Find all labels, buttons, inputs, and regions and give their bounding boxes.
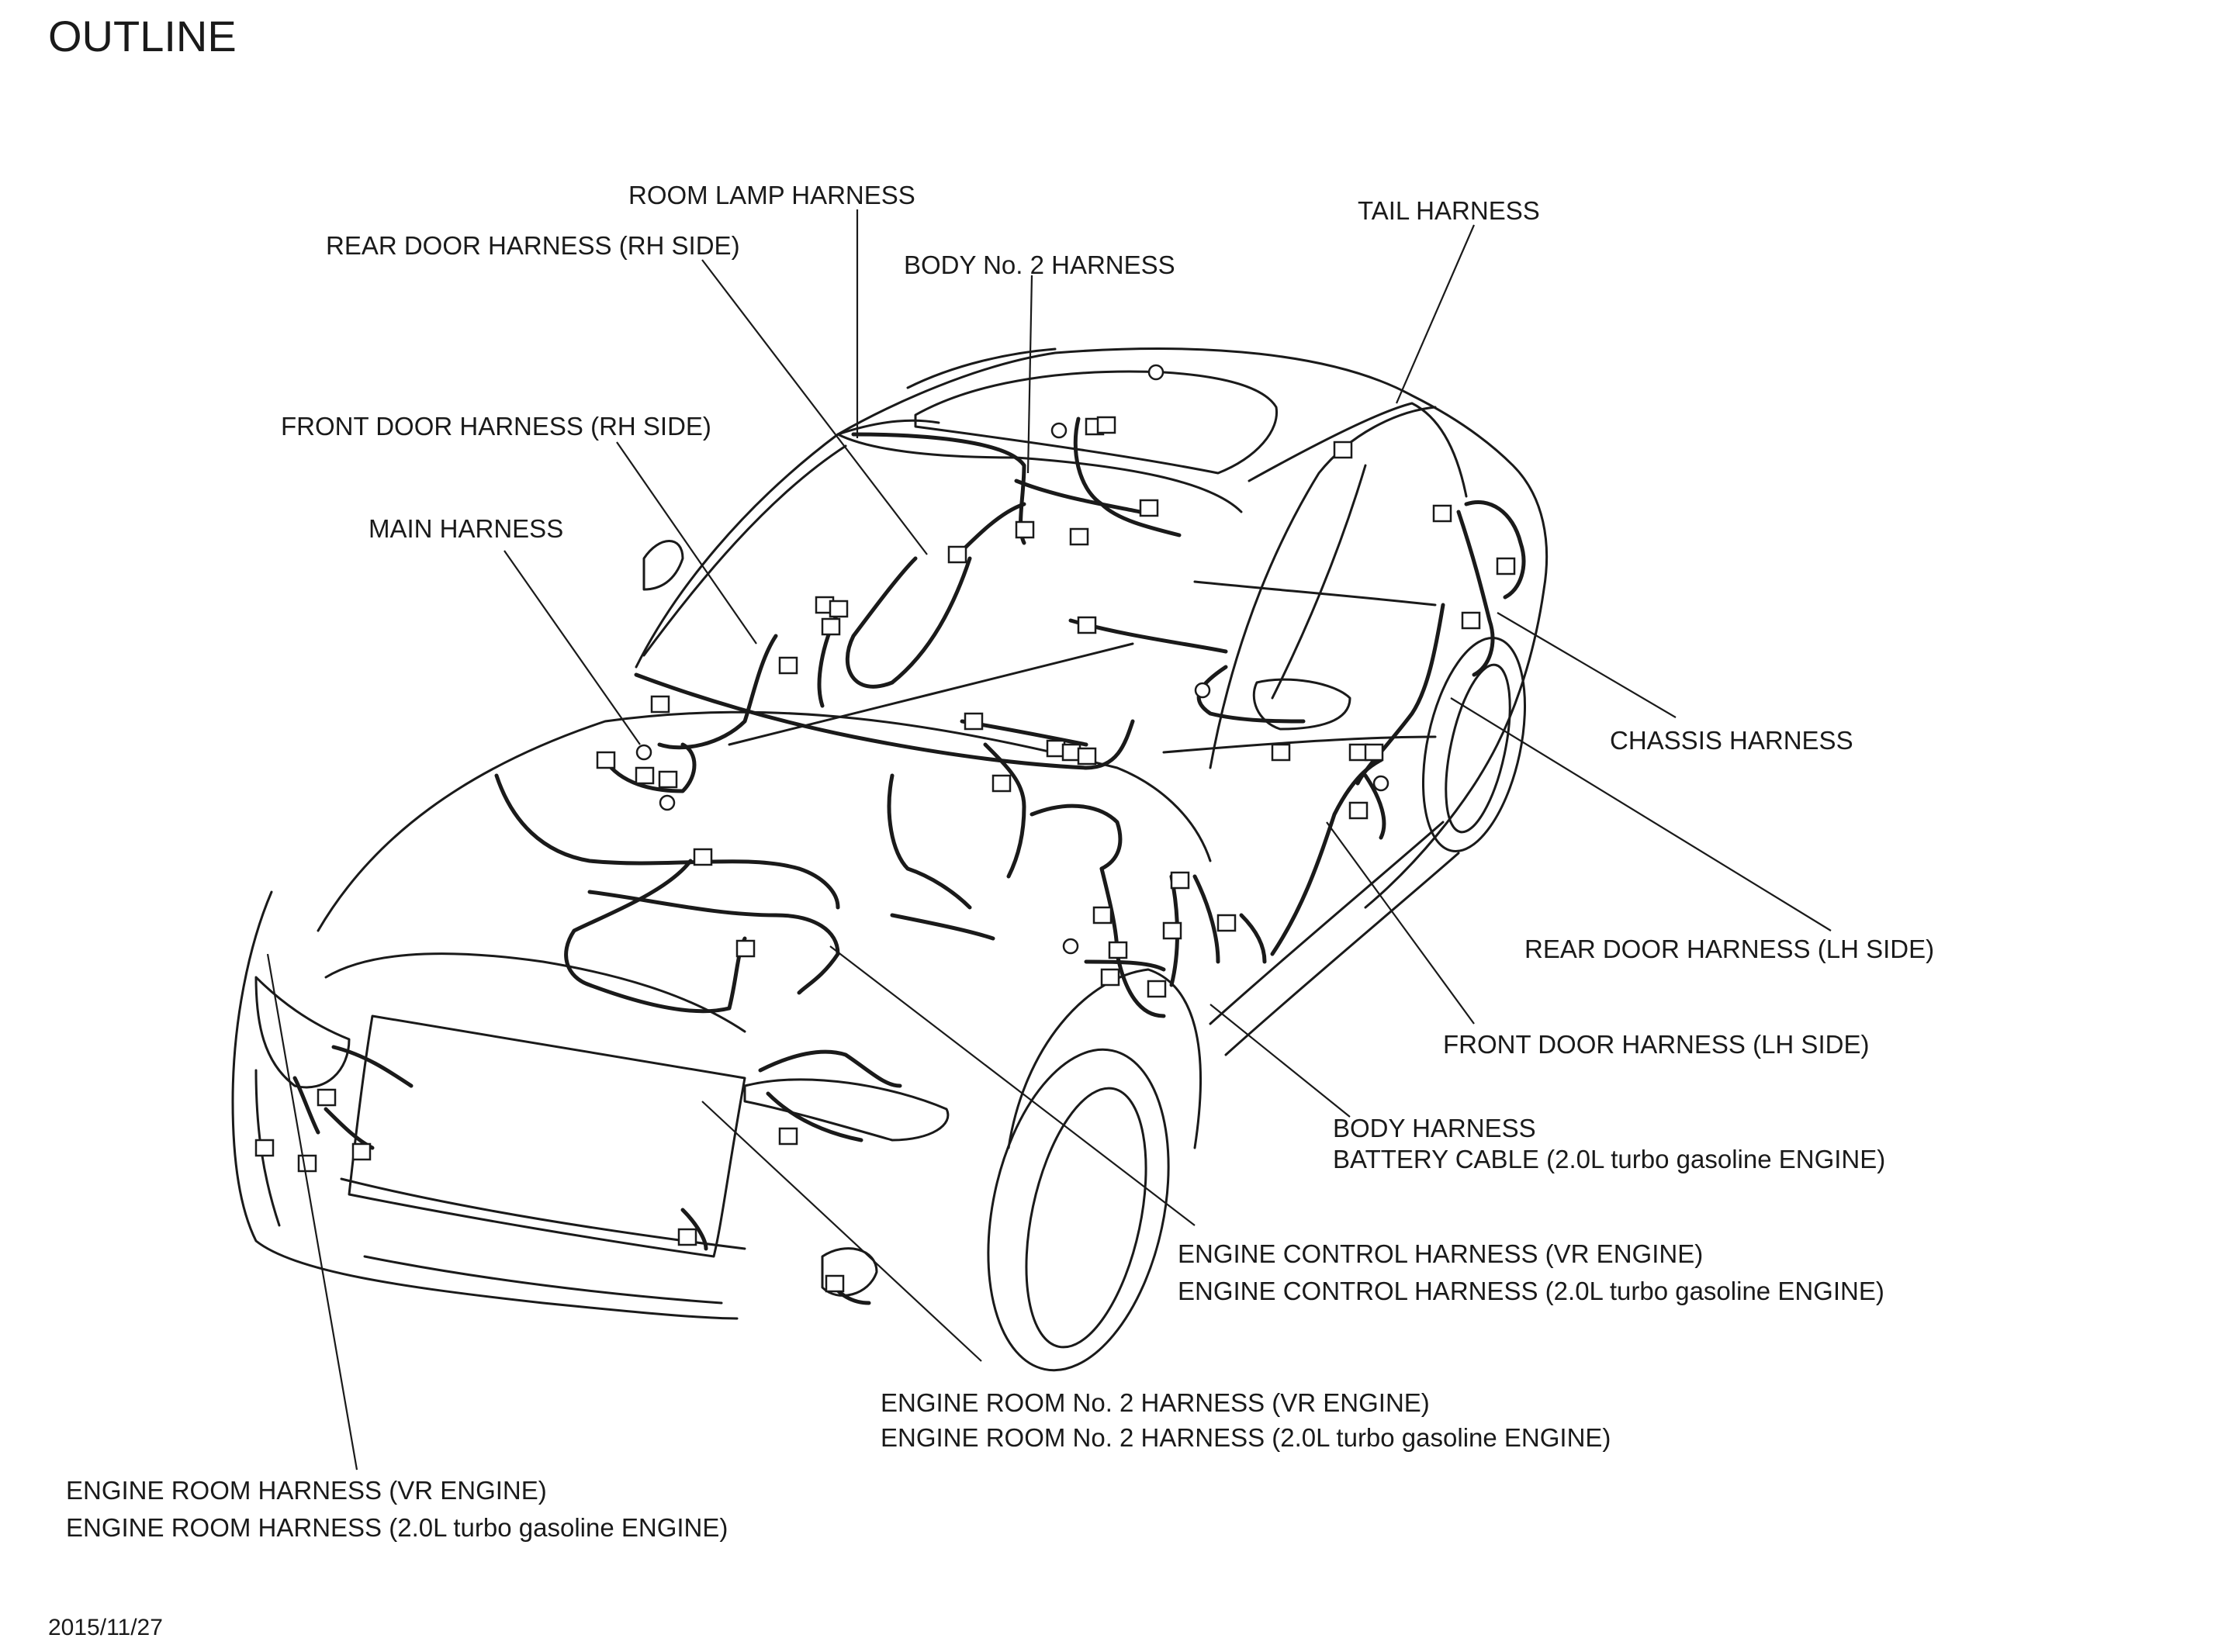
label-engine-room-harness-20: ENGINE ROOM HARNESS (2.0L turbo gasoline…	[66, 1513, 728, 1542]
connector	[778, 1127, 798, 1146]
label-engine-room2-harness-vr: ENGINE ROOM No. 2 HARNESS (VR ENGINE)	[881, 1388, 1430, 1417]
connector	[821, 617, 841, 636]
connector	[693, 848, 713, 866]
connector	[1139, 499, 1159, 517]
vehicle-body-outline	[231, 347, 1549, 1372]
footer-date: 2015/11/27	[48, 1615, 163, 1640]
label-tail-harness: TAIL HARNESS	[1358, 196, 1540, 225]
connector	[596, 751, 616, 769]
page-title: OUTLINE	[48, 12, 237, 60]
label-engine-room2-harness-20: ENGINE ROOM No. 2 HARNESS (2.0L turbo ga…	[881, 1423, 1611, 1452]
label-body-harness: BODY HARNESS	[1333, 1114, 1536, 1142]
connector	[1333, 441, 1353, 459]
connector	[1108, 941, 1128, 959]
connector	[1432, 504, 1452, 523]
harness-clip	[1372, 775, 1389, 792]
connector	[1092, 906, 1113, 924]
connector	[1364, 743, 1384, 762]
connector	[1216, 914, 1237, 932]
connector	[650, 695, 670, 714]
leader-engine-control	[829, 945, 1196, 1226]
harness-clip	[1194, 682, 1211, 699]
harness-clip	[635, 744, 652, 761]
connector	[1069, 527, 1089, 546]
leader-body-no2	[1026, 275, 1033, 474]
connector	[635, 766, 655, 785]
connector	[1170, 871, 1190, 890]
label-chassis-harness: CHASSIS HARNESS	[1610, 726, 1853, 755]
connector	[1077, 747, 1097, 766]
leader-main	[504, 550, 641, 745]
connector	[1147, 980, 1167, 998]
connector	[825, 1274, 845, 1293]
connector	[1046, 739, 1066, 758]
leader-chassis	[1497, 612, 1677, 718]
leader-rear-door-lh	[1450, 697, 1832, 931]
connector	[735, 939, 756, 958]
harness-routing	[292, 416, 1526, 1305]
connector	[947, 545, 967, 564]
connector	[964, 712, 984, 731]
connector	[677, 1228, 697, 1246]
connector	[1162, 921, 1182, 940]
connector	[658, 770, 678, 789]
label-main-harness: MAIN HARNESS	[369, 514, 564, 543]
connector	[778, 656, 798, 675]
connector	[1348, 801, 1369, 820]
connector	[1077, 616, 1097, 634]
connector	[254, 1139, 275, 1157]
leader-engine-room2	[701, 1101, 982, 1362]
connector	[1348, 743, 1369, 762]
label-room-lamp-harness: ROOM LAMP HARNESS	[628, 181, 915, 209]
connector	[829, 600, 849, 618]
harness-connectors	[254, 364, 1516, 1293]
label-rear-door-harness-rh: REAR DOOR HARNESS (RH SIDE)	[326, 231, 740, 260]
connector	[1096, 416, 1116, 434]
harness-clip	[659, 794, 676, 811]
connector	[1015, 520, 1035, 539]
leader-body	[1209, 1004, 1351, 1118]
leader-engine-room	[266, 953, 358, 1471]
label-front-door-harness-lh: FRONT DOOR HARNESS (LH SIDE)	[1443, 1030, 1870, 1059]
connector	[297, 1154, 317, 1173]
connector	[317, 1088, 337, 1107]
connector	[991, 774, 1012, 793]
leader-front-door-rh	[616, 441, 757, 645]
label-engine-control-harness-20: ENGINE CONTROL HARNESS (2.0L turbo gasol…	[1178, 1277, 1884, 1305]
connector	[1496, 557, 1516, 575]
harness-clip	[1050, 422, 1068, 439]
label-battery-cable: BATTERY CABLE (2.0L turbo gasoline ENGIN…	[1333, 1145, 1886, 1173]
connector	[1461, 611, 1481, 630]
label-engine-room-harness-vr: ENGINE ROOM HARNESS (VR ENGINE)	[66, 1476, 547, 1505]
harness-clip	[1062, 938, 1079, 955]
leader-lines	[266, 209, 1832, 1471]
label-engine-control-harness-vr: ENGINE CONTROL HARNESS (VR ENGINE)	[1178, 1239, 1704, 1268]
leader-tail	[1395, 224, 1476, 404]
label-rear-door-harness-lh: REAR DOOR HARNESS (LH SIDE)	[1524, 935, 1935, 963]
connector	[1271, 743, 1291, 762]
label-body-no2-harness: BODY No. 2 HARNESS	[904, 251, 1175, 279]
label-front-door-harness-rh: FRONT DOOR HARNESS (RH SIDE)	[281, 412, 711, 441]
connector	[351, 1142, 372, 1161]
leader-rear-door-rh	[701, 259, 928, 555]
leader-front-door-lh	[1326, 821, 1475, 1025]
connector	[1061, 743, 1081, 762]
connector	[1100, 968, 1120, 987]
harness-clip	[1147, 364, 1164, 381]
